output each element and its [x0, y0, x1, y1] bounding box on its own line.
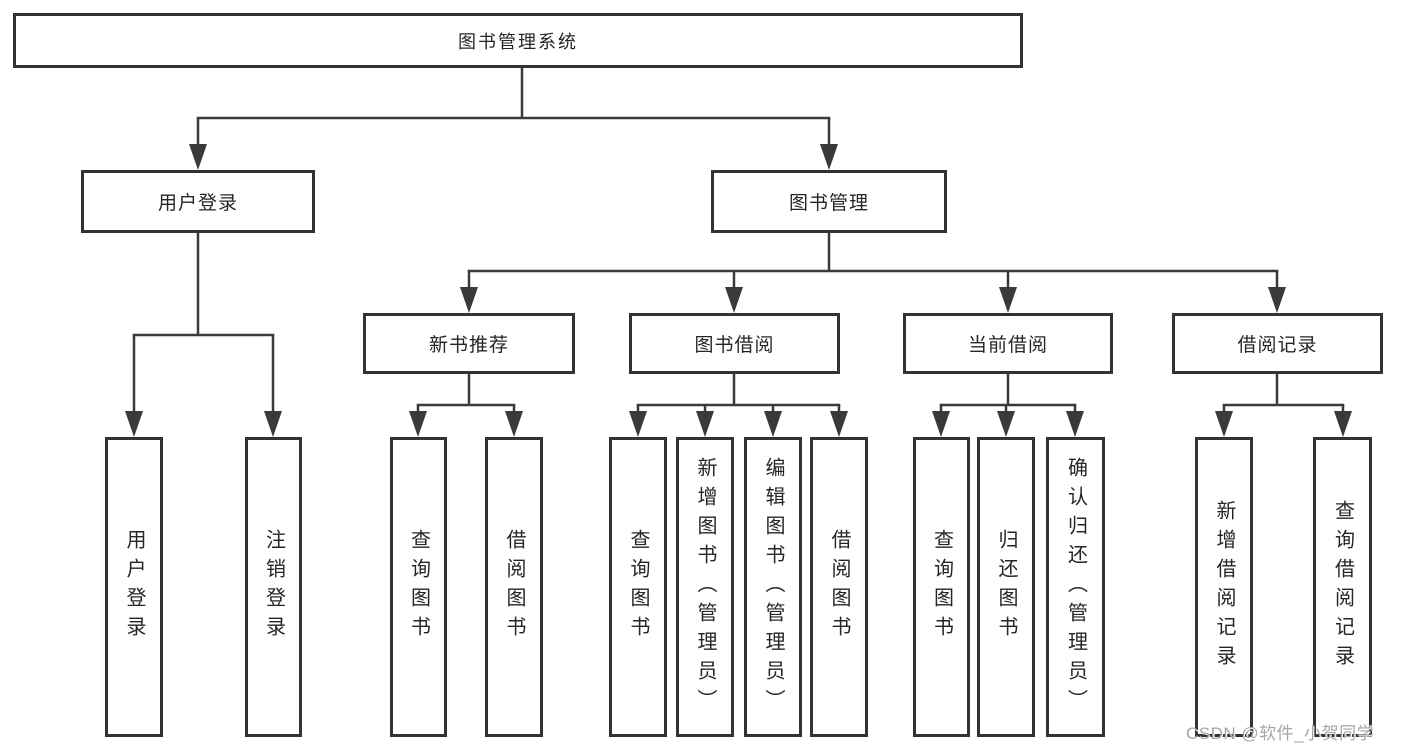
node-leaf-user-login: 用户登录	[105, 437, 163, 737]
connector-root-children	[189, 68, 838, 170]
node-book-borrow-label: 图书借阅	[694, 335, 775, 356]
node-leaf-borrow-book-2-label: 借阅图书	[828, 529, 850, 645]
node-leaf-return-book-label: 归还图书	[995, 529, 1017, 645]
node-borrow-record: 借阅记录	[1172, 313, 1383, 374]
connector-borrow-record-children	[1215, 374, 1352, 437]
node-leaf-add-book: 新增图书（管理员）	[676, 437, 734, 737]
node-leaf-query-record: 查询借阅记录	[1313, 437, 1372, 737]
node-book-borrow: 图书借阅	[629, 313, 840, 374]
node-root: 图书管理系统	[13, 13, 1023, 68]
connector-user-login-children	[125, 233, 282, 437]
connector-book-borrow-children	[629, 374, 848, 437]
node-user-login: 用户登录	[81, 170, 315, 233]
node-leaf-logout: 注销登录	[245, 437, 302, 737]
node-leaf-query-book-1-label: 查询图书	[407, 529, 430, 645]
node-leaf-add-book-label: 新增图书（管理员）	[694, 456, 716, 718]
node-leaf-query-record-label: 查询借阅记录	[1331, 500, 1354, 674]
node-leaf-borrow-book-1-label: 借阅图书	[503, 529, 525, 645]
node-leaf-borrow-book-1: 借阅图书	[485, 437, 543, 737]
node-leaf-return-book: 归还图书	[977, 437, 1035, 737]
node-leaf-add-record-label: 新增借阅记录	[1213, 500, 1235, 674]
node-leaf-edit-book-label: 编辑图书（管理员）	[762, 456, 784, 718]
csdn-watermark: CSDN @软件_小贺同学	[1186, 724, 1375, 743]
node-leaf-query-book-2-label: 查询图书	[627, 529, 649, 645]
node-leaf-confirm-return: 确认归还（管理员）	[1046, 437, 1105, 737]
node-leaf-user-login-label: 用户登录	[123, 529, 145, 645]
connector-book-mgmt-children	[460, 233, 1286, 313]
node-book-mgmt: 图书管理	[711, 170, 947, 233]
node-new-book-rec-label: 新书推荐	[428, 335, 509, 356]
node-leaf-confirm-return-label: 确认归还（管理员）	[1064, 456, 1087, 718]
node-leaf-query-book-1: 查询图书	[390, 437, 447, 737]
node-current-borrow: 当前借阅	[903, 313, 1113, 374]
node-leaf-query-book-3-label: 查询图书	[930, 529, 953, 645]
node-leaf-edit-book: 编辑图书（管理员）	[744, 437, 802, 737]
node-leaf-query-book-2: 查询图书	[609, 437, 667, 737]
connector-current-borrow-children	[932, 374, 1084, 437]
node-leaf-borrow-book-2: 借阅图书	[810, 437, 868, 737]
node-borrow-record-label: 借阅记录	[1237, 335, 1318, 356]
connector-new-book-rec-children	[409, 374, 523, 437]
node-leaf-logout-label: 注销登录	[262, 529, 285, 645]
node-user-login-label: 用户登录	[157, 193, 238, 214]
node-root-label: 图书管理系统	[458, 31, 578, 52]
node-leaf-add-record: 新增借阅记录	[1195, 437, 1253, 737]
node-new-book-rec: 新书推荐	[363, 313, 575, 374]
node-book-mgmt-label: 图书管理	[788, 193, 869, 214]
node-leaf-query-book-3: 查询图书	[913, 437, 970, 737]
node-current-borrow-label: 当前借阅	[967, 335, 1048, 356]
